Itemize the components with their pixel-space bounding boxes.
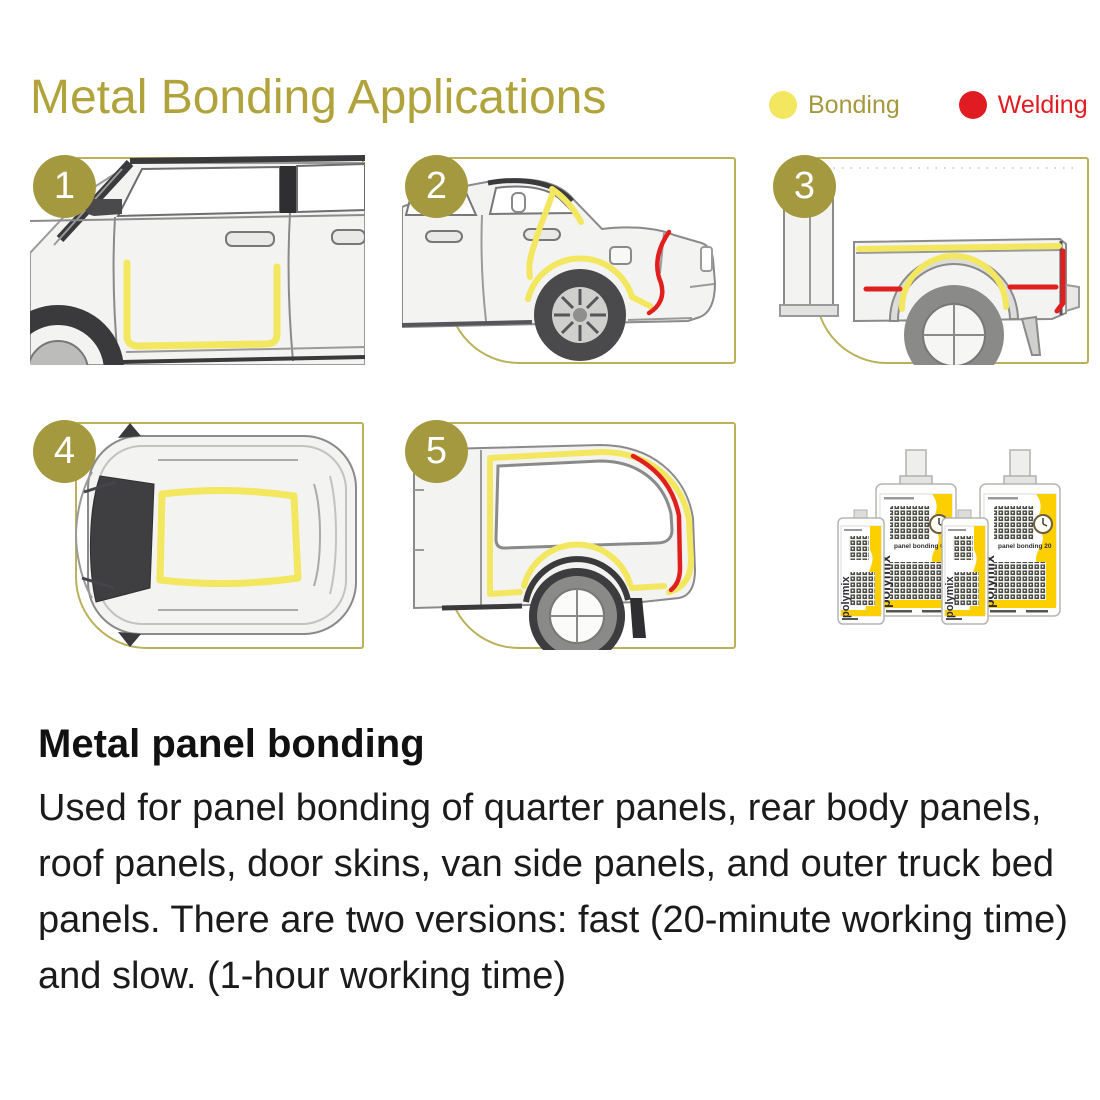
car-door-illustration <box>30 155 365 365</box>
panel-3-badge: 3 <box>773 155 836 218</box>
legend-item-welding: Welding <box>958 90 1088 120</box>
panel-2-badge: 2 <box>405 155 468 218</box>
adhesive-cartridges-illustration: polymix panel bonding 60 polymix polymix… <box>837 449 1061 625</box>
product-images: polymix panel bonding 60 polymix polymix… <box>828 432 1080 647</box>
legend-label-welding: Welding <box>997 90 1088 119</box>
panel-5-badge: 5 <box>405 420 468 483</box>
brand-text-small-2: polymix <box>944 576 956 618</box>
brand-text-small-1: polymix <box>840 576 852 618</box>
variant-text-1: panel bonding 60 <box>894 543 948 550</box>
panel-door-skin: 1 <box>30 155 365 365</box>
legend: Bonding Welding <box>768 90 1088 120</box>
welding-dot-icon <box>958 91 987 119</box>
panel-4-badge: 4 <box>33 420 96 483</box>
legend-item-bonding: Bonding <box>768 90 900 120</box>
panel-roof: 4 <box>30 420 365 650</box>
panel-van-side: 5 <box>402 420 737 650</box>
legend-label-bonding: Bonding <box>808 90 900 119</box>
description-body: Used for panel bonding of quarter panels… <box>38 787 1068 997</box>
panel-1-badge: 1 <box>33 155 96 218</box>
van-illustration <box>413 443 697 650</box>
sedan-illustration <box>402 178 717 361</box>
panel-rear-quarter: 2 <box>402 155 737 365</box>
bonding-dot-icon <box>769 91 797 119</box>
panel-truck-bed: 3 <box>770 155 1090 365</box>
variant-text-2: panel bonding 20 <box>998 543 1052 550</box>
description-heading: Metal panel bonding <box>38 722 425 766</box>
page-title: Metal Bonding Applications <box>30 71 607 124</box>
car-top-view-illustration <box>74 423 357 647</box>
